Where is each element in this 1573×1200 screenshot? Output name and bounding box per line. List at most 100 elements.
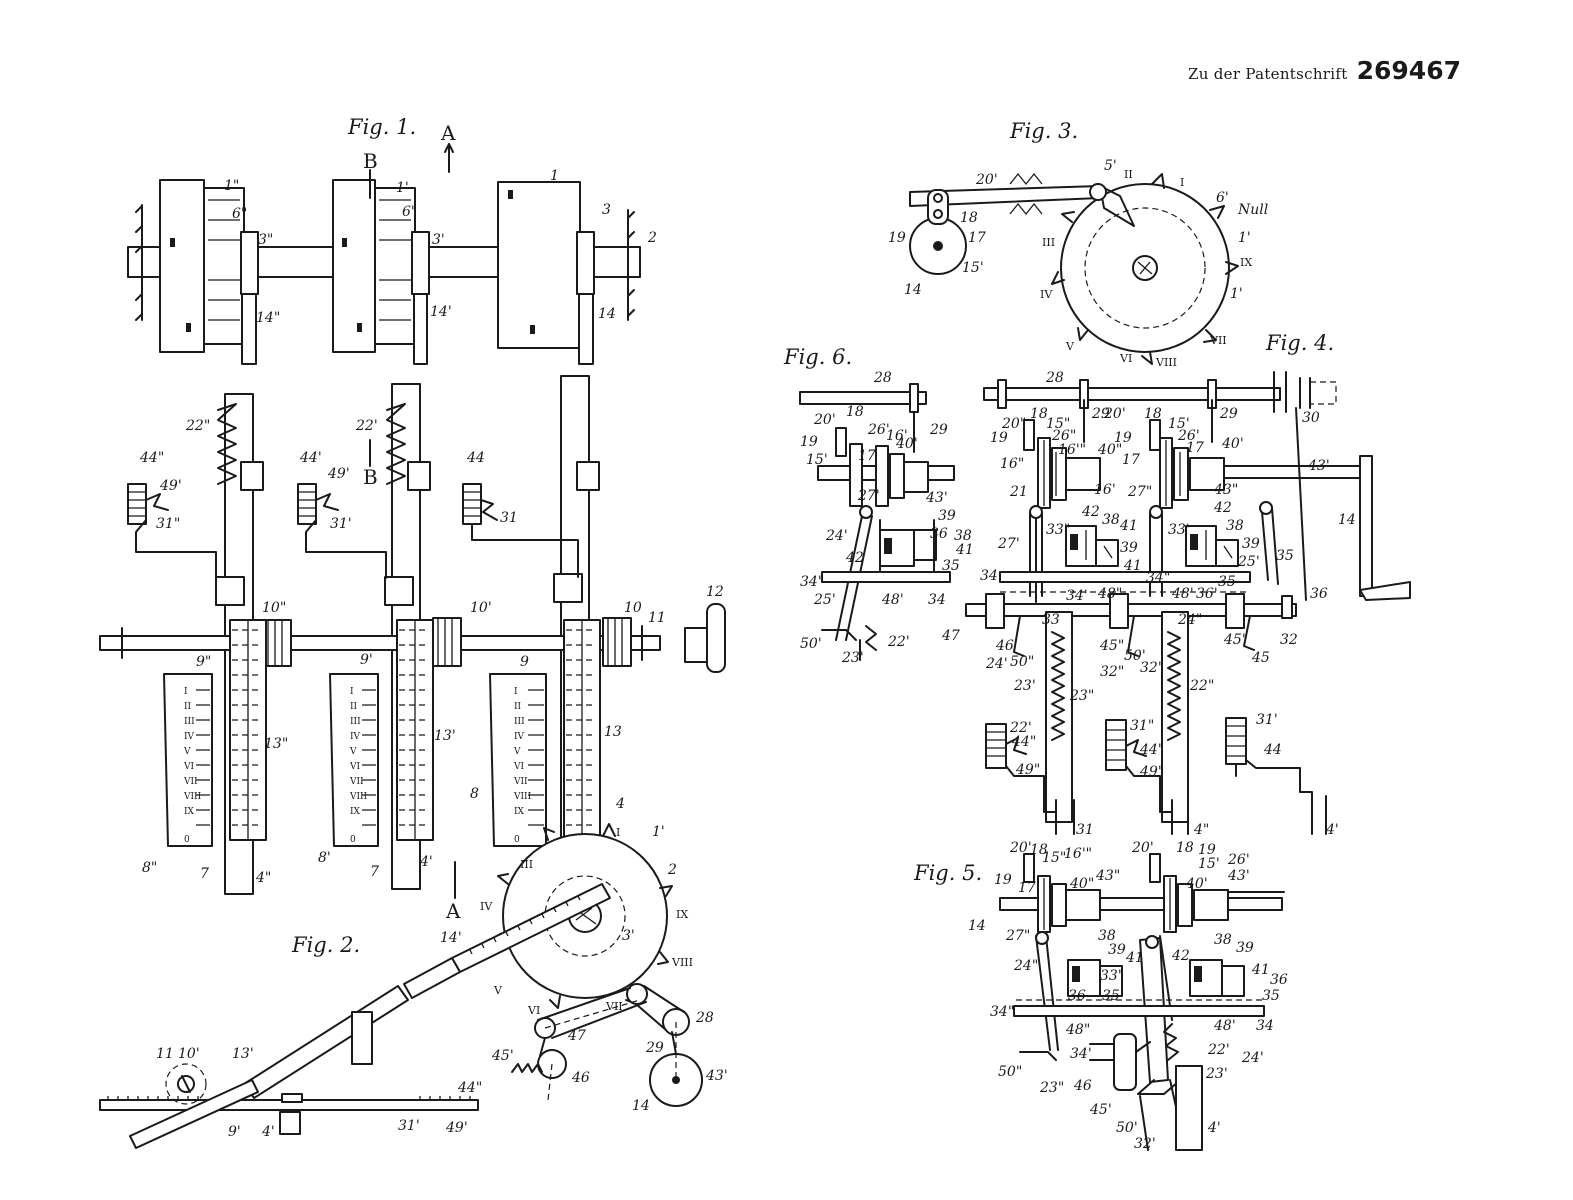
bar-34prime-fig6 [821, 571, 951, 583]
fig4-reference-label: 31" [1130, 718, 1154, 734]
fig1-reference-label: 7 [200, 866, 209, 882]
fig1-reference-label: 44" [139, 450, 164, 466]
fig1-reference-label: 13 [604, 724, 622, 740]
pawl-box-left-fig5 [1067, 959, 1123, 997]
fig1-reference-label: 9" [196, 654, 211, 670]
fig1-reference-label: 31 [500, 510, 518, 526]
scale-plate-8-hundreds [163, 673, 213, 847]
fig2-wheel-numerals: VIII [671, 956, 693, 969]
fig1-scale-numerals: IV [514, 732, 525, 742]
fig5-reference-label: 18 [1030, 842, 1048, 858]
fig5-reference-label: 20' [1131, 840, 1154, 856]
fig1-reference-label: 6' [402, 204, 415, 220]
fig3-reference-label: VI [1119, 352, 1132, 365]
fig1-section-marks: A [440, 121, 456, 145]
fig5-reference-label: 26' [1227, 852, 1250, 868]
fig1-reference-label: 14 [598, 306, 616, 322]
fig4-reference-label: 18 [1144, 406, 1162, 422]
fig3-reference-label: 1' [1238, 230, 1251, 246]
fig3-reference-label: 15' [962, 260, 984, 276]
fig4-reference-label: 36 [1310, 586, 1328, 602]
fig5-reference-label: 43' [1227, 868, 1250, 884]
fig6-reference-label: 18 [846, 404, 864, 420]
fig4-reference-label: 44 [1263, 742, 1282, 758]
fig4-reference-label: 33" [1046, 522, 1070, 538]
fig1-reference-label: 4' [419, 854, 433, 870]
inclined-rack-lower [243, 985, 409, 1099]
fig3-reference-label: 17 [968, 230, 986, 246]
fig2-reference-label: 11 [156, 1046, 174, 1062]
fig6-reference-label: 36 [930, 526, 948, 542]
fig4-reference-label: 32" [1100, 664, 1124, 680]
pawl-5prime [1099, 185, 1135, 227]
fig4-reference-label: 35 [1276, 548, 1294, 564]
fig2-reference-label: 14 [632, 1098, 650, 1114]
fig4-reference-label: 18 [1030, 406, 1048, 422]
fig6-reference-label: 28 [873, 370, 892, 386]
fig1-reference-label: 3" [258, 232, 273, 248]
fig2-wheel-numerals: III [520, 858, 533, 871]
fig1-scale-numerals: VIII [183, 792, 202, 802]
fig4-reference-label: 44' [1139, 742, 1162, 758]
fig5-reference-label: 18 [1176, 840, 1194, 856]
fig3-reference-label: 20' [975, 172, 998, 188]
gear-10-tens [432, 617, 462, 667]
fig2-reference-label: 43' [705, 1068, 728, 1084]
rack-upper [578, 293, 594, 365]
cam-45dd [985, 593, 1005, 629]
fig6-reference-label: 17 [858, 448, 876, 464]
fig3-reference-label: III [1042, 236, 1055, 249]
fig1-scale-numerals: VII [183, 777, 198, 787]
fig5-reference-label: 34' [1070, 1046, 1092, 1062]
fig4-reference-label: 49" [1015, 762, 1040, 778]
fig2-reference-label: 31' [398, 1118, 420, 1134]
right-bearing-wall [627, 209, 635, 321]
fig1-reference-label: 9 [520, 654, 529, 670]
fig1-reference-label: 49' [327, 466, 350, 482]
fig5-reference-label: 40' [1185, 876, 1208, 892]
fig5-reference-label: 42 [1171, 948, 1190, 964]
fig1-reference-label: 1' [396, 180, 409, 196]
fig1-reference-label: 8 [470, 786, 479, 802]
fig1-scale-numerals: 0 [350, 835, 356, 845]
stop-rack-22-hundreds [217, 403, 237, 485]
fig4-reference-label: 40" [1097, 442, 1122, 458]
fig5-reference-label: 20' [1009, 840, 1032, 856]
fig5-reference-label: 24' [1241, 1050, 1264, 1066]
rack-upper [241, 293, 257, 365]
fig4-reference-label: 45' [1223, 632, 1246, 648]
fig1-reference-label: 10" [262, 600, 286, 616]
fig3-reference-label: 5' [1104, 158, 1117, 174]
fig4-reference-label: 42 [1213, 500, 1232, 516]
fig4-reference-label: 20' [1103, 406, 1126, 422]
fig1-reference-label: 3 [602, 202, 611, 218]
fig2-reference-label: 2 [667, 862, 677, 878]
left-bearing-wall [135, 204, 143, 321]
fig1-scale-numerals: 0 [184, 835, 190, 845]
fig4-reference-label: 33 [1042, 612, 1060, 628]
fig4-reference-label: 15' [1168, 416, 1190, 432]
fig5-reference-label: 50" [998, 1064, 1022, 1080]
fig4-reference-label: 23" [1069, 688, 1094, 704]
fig6-reference-label: 22' [887, 634, 910, 650]
fig4-reference-label: 34" [1146, 570, 1170, 586]
fig6-reference-label: 35 [942, 558, 960, 574]
fig5-reference-label: 45' [1089, 1102, 1112, 1118]
figure-1: Fig. 1. [99, 115, 726, 923]
crank-handle[interactable] [1359, 581, 1411, 601]
fig4-reference-label: 19 [1114, 430, 1132, 446]
fig2-reference-label: 46 [571, 1070, 590, 1086]
fig1-scale-numerals: IX [350, 807, 361, 817]
figure-6-title: Fig. 6. [783, 345, 852, 369]
drum-assembly-units [497, 181, 595, 365]
fig5-reference-label: 41 [1251, 962, 1270, 978]
pawls-tens [297, 483, 387, 579]
fig1-scale-numerals: IV [350, 732, 361, 742]
hand-knob-12[interactable] [706, 603, 726, 673]
fig4-reference-label: 42 [1081, 504, 1100, 520]
fig4-reference-label: 35 [1218, 574, 1236, 590]
fig4-reference-label: 31 [1076, 822, 1094, 838]
fig1-scale-numerals: VI [349, 762, 360, 772]
fig1-reference-label: 8' [318, 850, 331, 866]
